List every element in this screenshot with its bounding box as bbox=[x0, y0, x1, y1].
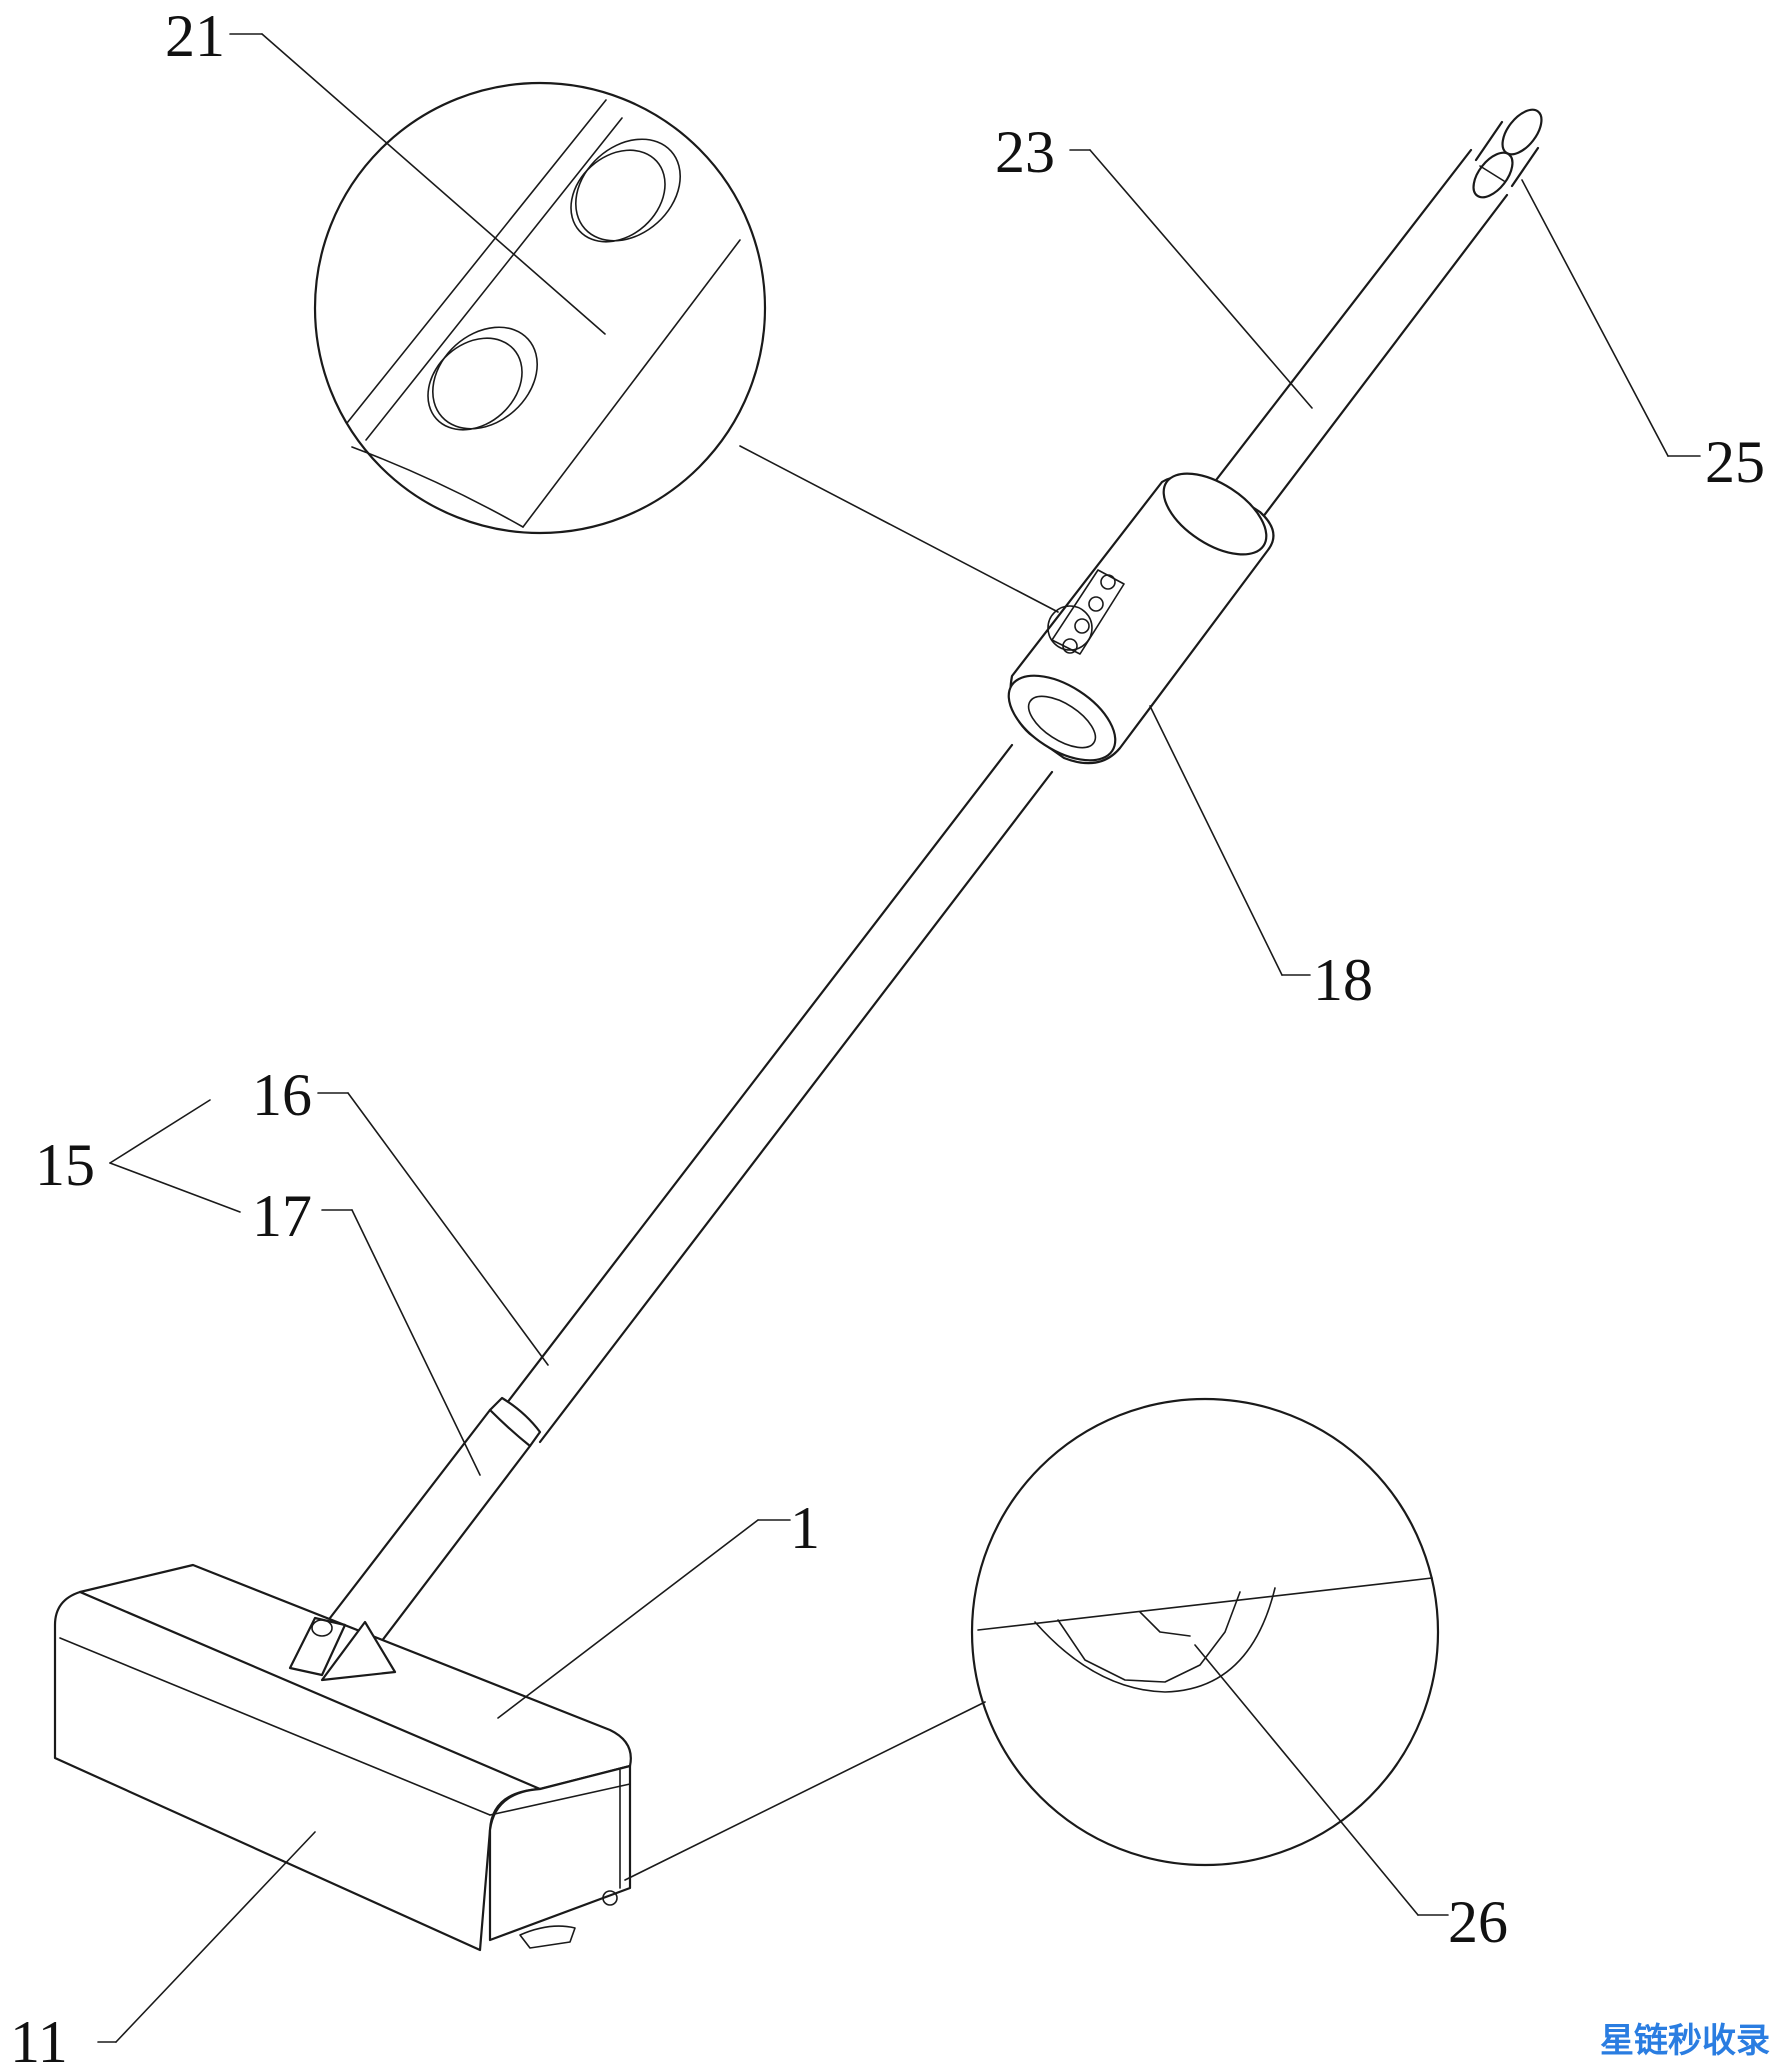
lower-rod bbox=[328, 743, 1054, 1652]
sleeve-18 bbox=[1007, 472, 1275, 765]
detail-circle-bottom bbox=[624, 1397, 1440, 1881]
detail-circle-top bbox=[313, 81, 1059, 613]
label-11: 11 bbox=[10, 2009, 68, 2066]
label-21: 21 bbox=[165, 3, 225, 69]
reference-labels: 21 23 25 18 16 15 17 1 26 11 bbox=[10, 3, 1765, 2066]
label-15: 15 bbox=[35, 1132, 95, 1198]
label-1: 1 bbox=[790, 1495, 820, 1561]
leader-lines bbox=[97, 33, 1701, 2043]
label-23: 23 bbox=[995, 119, 1055, 185]
label-17: 17 bbox=[252, 1183, 312, 1249]
upper-rod bbox=[1201, 108, 1543, 532]
label-26: 26 bbox=[1448, 1889, 1508, 1955]
label-18: 18 bbox=[1313, 947, 1373, 1013]
watermark-text: 星链秒收录 bbox=[1600, 2021, 1770, 2061]
base-block bbox=[53, 1563, 632, 1952]
label-25: 25 bbox=[1705, 429, 1765, 495]
label-16: 16 bbox=[252, 1062, 312, 1128]
